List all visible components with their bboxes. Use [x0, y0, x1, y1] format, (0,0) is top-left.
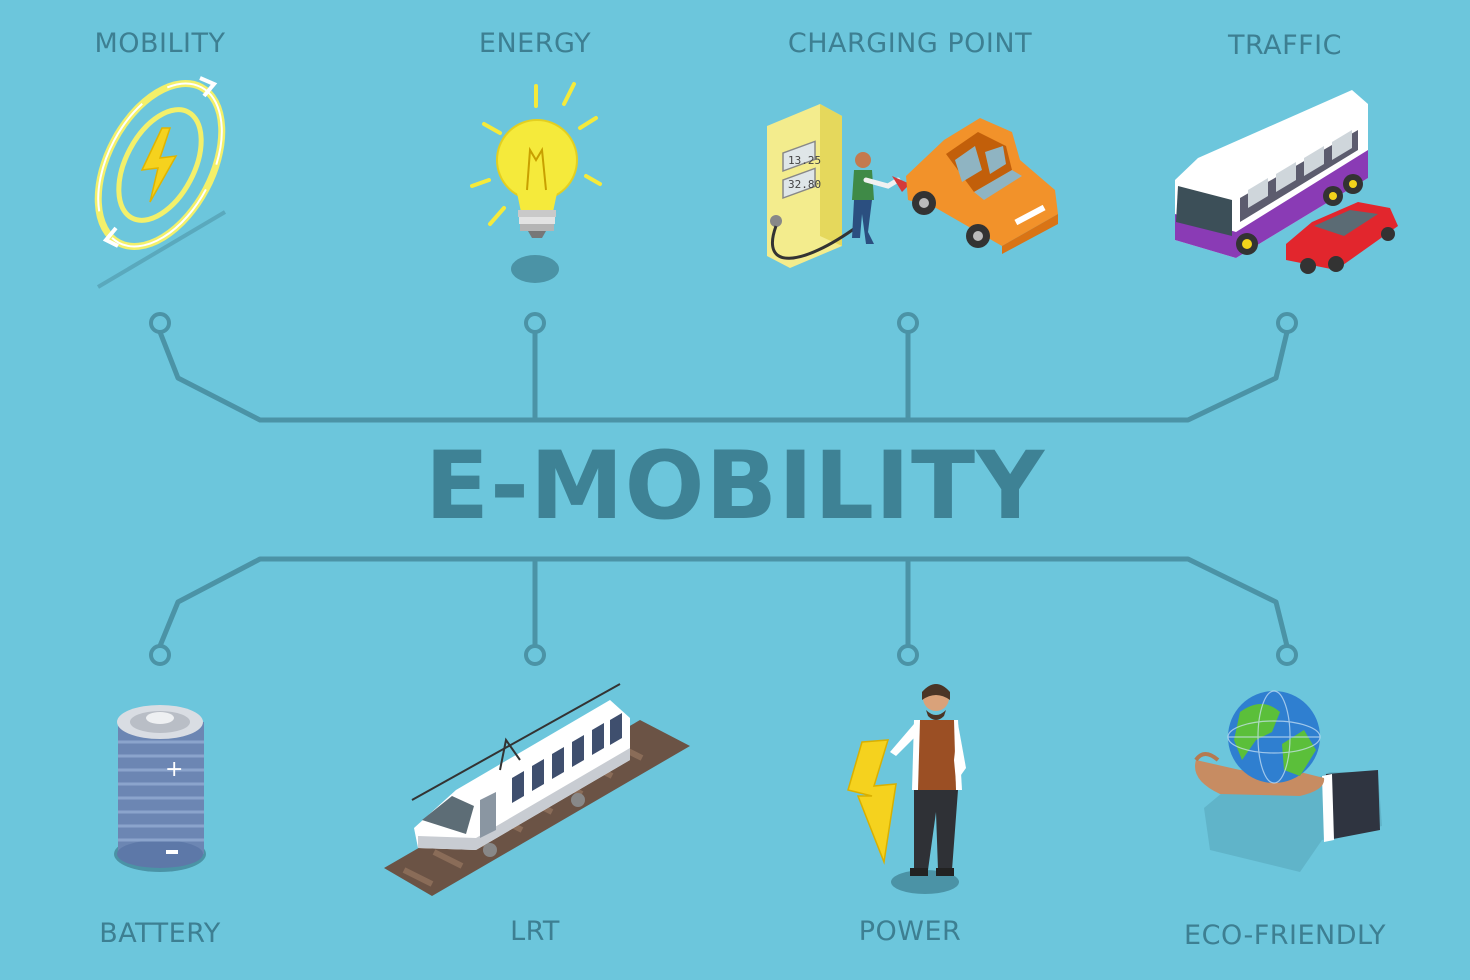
node-dot-traffic [1276, 312, 1298, 334]
globe-in-hand-icon [1194, 690, 1382, 872]
tram-icon [384, 683, 690, 896]
label-lrt: LRT [510, 916, 560, 947]
label-traffic: TRAFFIC [1227, 30, 1342, 61]
mobility-icon [94, 76, 227, 289]
node-dot-battery [149, 644, 171, 666]
node-dot-mobility [149, 312, 171, 334]
label-battery: BATTERY [99, 918, 221, 949]
node-dot-power [897, 644, 919, 666]
page-title: E-MOBILITY [424, 432, 1046, 541]
battery-icon: + [114, 705, 206, 872]
label-power: POWER [858, 916, 962, 947]
man-with-lightning-icon [847, 684, 966, 894]
lightbulb-icon [470, 82, 602, 283]
node-dot-eco-friendly [1276, 644, 1298, 666]
node-dot-energy [524, 312, 546, 334]
charger-display-2: 32.80 [788, 178, 821, 191]
label-charging-point: CHARGING POINT [787, 28, 1033, 59]
node-dot-charging-point [897, 312, 919, 334]
bus-and-car-icon [1175, 90, 1398, 274]
charger-display-1: 13.25 [788, 154, 821, 167]
label-eco-friendly: ECO-FRIENDLY [1184, 920, 1386, 951]
label-mobility: MOBILITY [94, 28, 226, 59]
label-energy: ENERGY [478, 28, 592, 59]
node-dot-lrt [524, 644, 546, 666]
charging-station-icon: 13.25 32.80 [767, 104, 1058, 268]
svg-text:+: + [165, 757, 183, 782]
